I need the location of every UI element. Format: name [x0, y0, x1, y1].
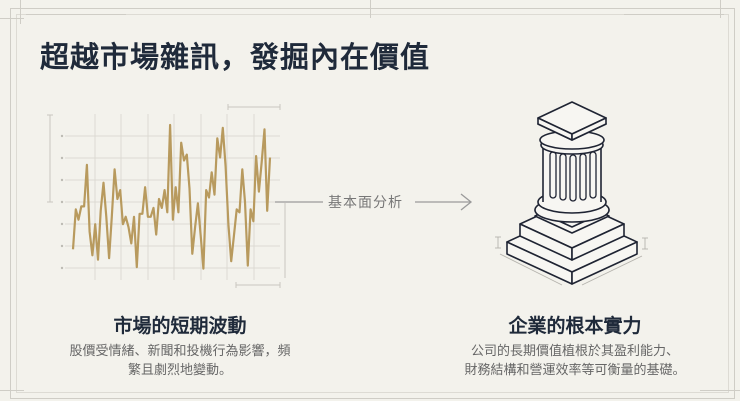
right-caption: 企業的根本實力 公司的長期價值植根於其盈利能力、 財務結構和營運效率等可衡量的基…	[440, 314, 710, 380]
corner-mark	[700, 390, 740, 391]
corner-mark	[0, 390, 24, 391]
flow-label: 基本面分析	[328, 195, 403, 211]
corner-mark	[26, 14, 126, 15]
right-description-line2: 財務結構和營運效率等可衡量的基礎。	[464, 363, 686, 378]
corner-mark	[720, 0, 721, 18]
corner-mark	[0, 18, 24, 19]
left-description-line2: 繁且劇烈地變動。	[127, 363, 232, 378]
outer-frame	[10, 8, 735, 399]
left-description-line1: 股價受情緒、新聞和投機行為影響，頻	[69, 344, 291, 359]
flow-connector	[275, 193, 473, 211]
corner-mark	[370, 0, 371, 18]
corner-mark	[20, 0, 21, 24]
left-caption: 市場的短期波動 股價受情緒、新聞和投機行為影響，頻 繁且劇烈地變動。	[50, 314, 310, 380]
left-description: 股價受情緒、新聞和投機行為影響，頻 繁且劇烈地變動。	[50, 342, 310, 380]
arrow-right-icon	[460, 193, 473, 211]
corner-mark	[624, 14, 724, 15]
classical-column-icon	[495, 101, 648, 286]
inner-frame	[16, 14, 729, 393]
right-heading: 企業的根本實力	[508, 315, 642, 337]
page-title: 超越市場雜訊，發掘內在價值	[40, 40, 431, 74]
right-description-line1: 公司的長期價值植根於其盈利能力、	[470, 344, 679, 359]
left-heading: 市場的短期波動	[113, 315, 247, 337]
right-description: 公司的長期價值植根於其盈利能力、 財務結構和營運效率等可衡量的基礎。	[440, 342, 710, 380]
volatile-line-chart	[47, 104, 286, 288]
